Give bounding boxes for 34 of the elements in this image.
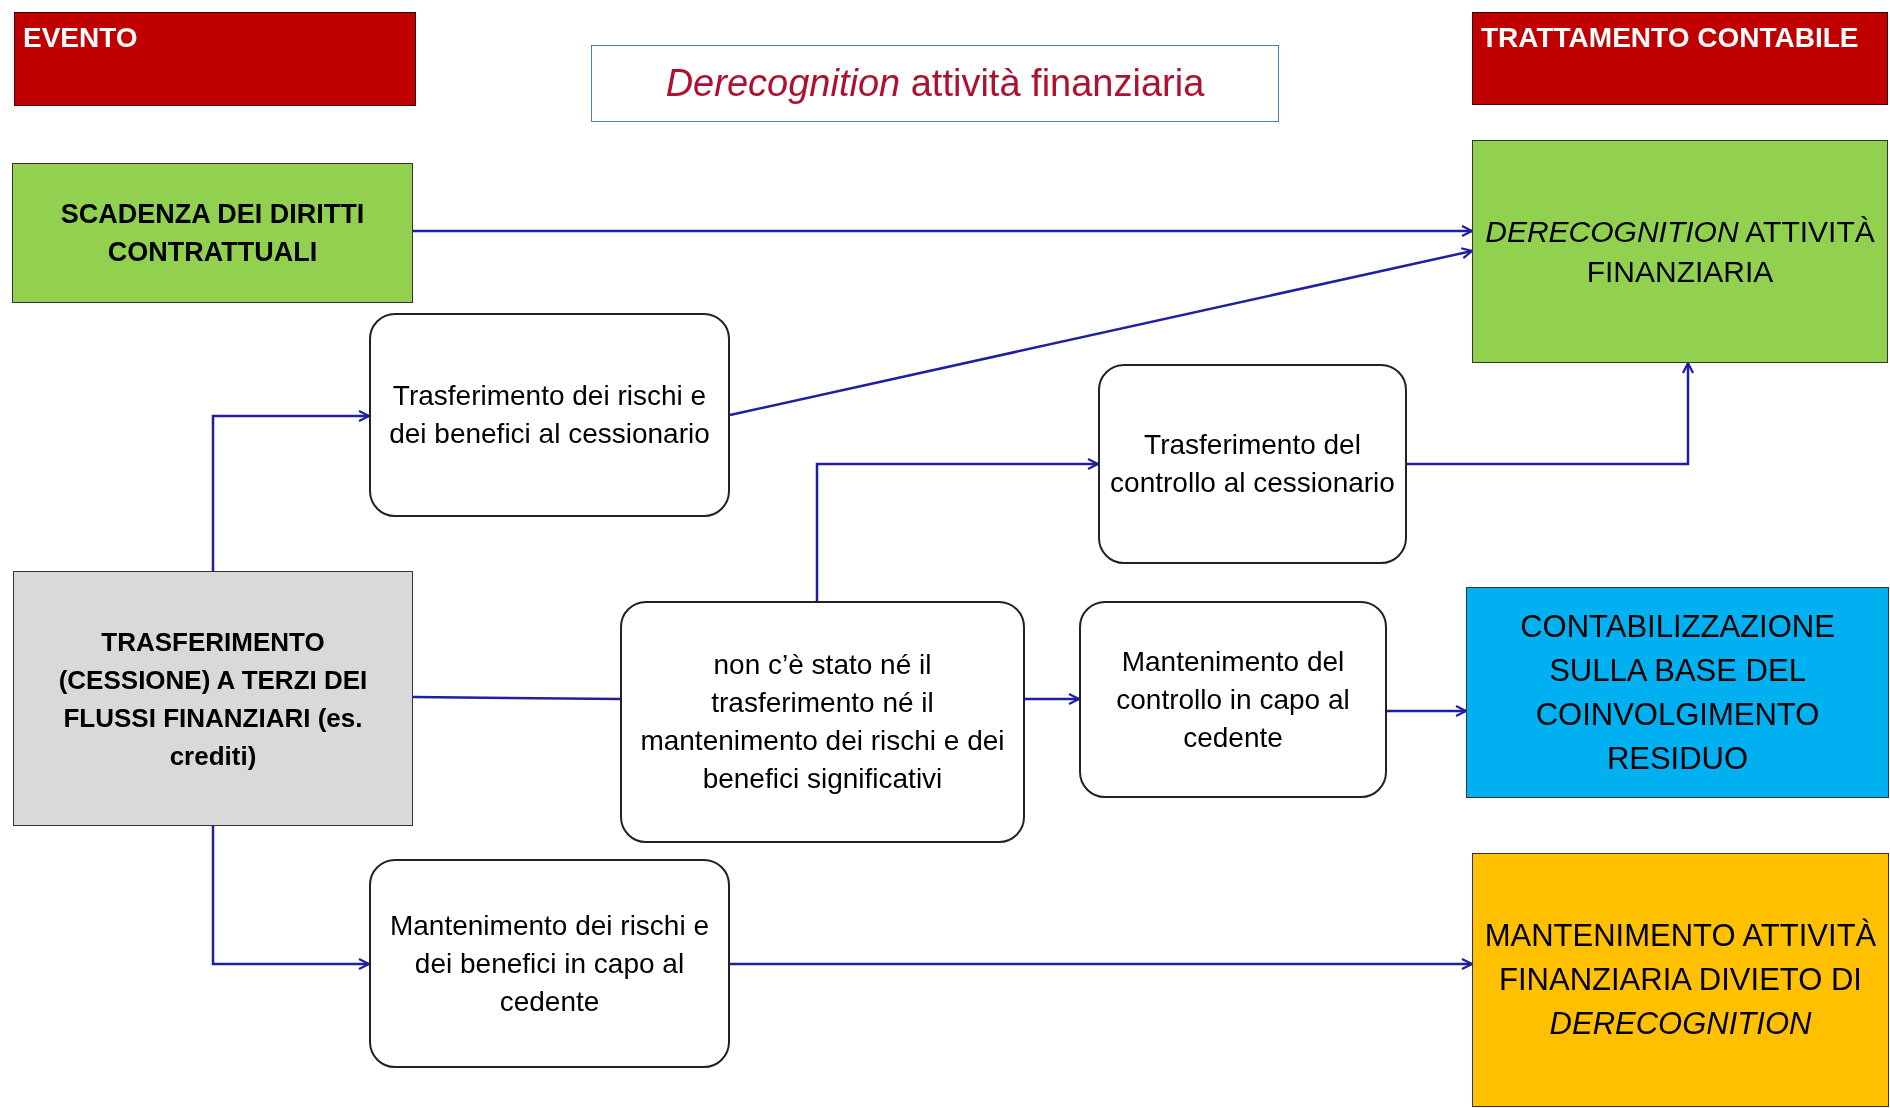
outcome-box [1472, 140, 1888, 363]
condition-box [369, 859, 730, 1068]
event-box [13, 571, 413, 826]
arrow [1025, 692, 1081, 706]
arrow [730, 957, 1474, 971]
node-text: Trasferimento del controllo al cessionario [1109, 428, 1396, 500]
outcome-box [1472, 853, 1889, 1107]
node-text: TRATTAMENTO CONTABILE [1481, 21, 1859, 55]
arrow [1387, 704, 1468, 718]
arrow [413, 224, 1474, 238]
outcome-box [1466, 587, 1889, 798]
node-text: Trasferimento dei rischi e dei benefici al cessionario [388, 379, 711, 451]
node-text: DERECOGNITION ATTIVITÀ FINANZIARIA [1484, 213, 1876, 290]
node-text: CONTABILIZZAZIONE SULLA BASE DEL COINVOLGIMENTO RESIDUO [1519, 607, 1836, 778]
arrow [211, 409, 371, 571]
arrow [815, 457, 1100, 601]
node-text: TRASFERIMENTO (CESSIONE) A TERZI DEI FLUSSI FINANZIARI (es. crediti) [57, 625, 369, 773]
column-header [1472, 12, 1888, 105]
node-text: non c’è stato né il trasferimento né il mantenimento dei rischi e dei benefici significativi [639, 648, 1006, 796]
condition-box [620, 601, 1025, 843]
node-text: SCADENZA DEI DIRITTI CONTRATTUALI [59, 198, 366, 269]
node-text: Mantenimento dei rischi e dei benefici in capo al cedente [388, 908, 710, 1019]
arrow [1407, 361, 1695, 466]
event-box [12, 163, 413, 303]
arrow [729, 247, 1474, 417]
arrow [211, 826, 371, 971]
node-text: Mantenimento del controllo in capo al cedente [1115, 644, 1351, 755]
title: Derecognition attività finanziaria [665, 61, 1205, 106]
condition-box [1079, 601, 1387, 798]
condition-box [369, 313, 730, 517]
node-text: MANTENIMENTO ATTIVITÀ FINANZIARIA DIVIETO DI DERECOGNITION [1483, 917, 1878, 1043]
column-header [14, 12, 416, 106]
node-text: EVENTO [23, 21, 138, 55]
condition-box [1098, 364, 1407, 564]
